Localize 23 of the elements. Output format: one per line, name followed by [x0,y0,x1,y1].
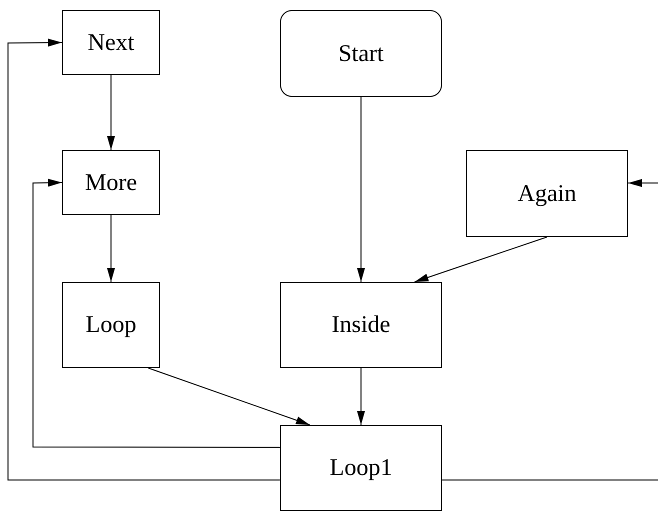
process-box [466,150,628,237]
arrow [107,74,115,150]
arrow [107,214,115,282]
start-box [280,10,442,97]
arrow [32,178,280,448]
node-label: More [85,168,137,198]
arrow [148,368,310,426]
process-box [62,150,160,215]
node-label: Loop1 [330,454,392,483]
node-label: Again [518,180,576,208]
process-box [280,282,442,368]
node-label: Start [338,40,384,68]
node-label: Inside [332,311,390,340]
node-label: Loop [86,311,136,340]
process-box [62,10,160,75]
process-box [280,425,442,511]
arrow [414,236,548,282]
arrow [8,38,280,481]
arrow [628,179,658,188]
process-box [62,282,160,368]
arrow [357,96,365,282]
node-label: Next [88,28,134,58]
arrow [357,368,365,426]
